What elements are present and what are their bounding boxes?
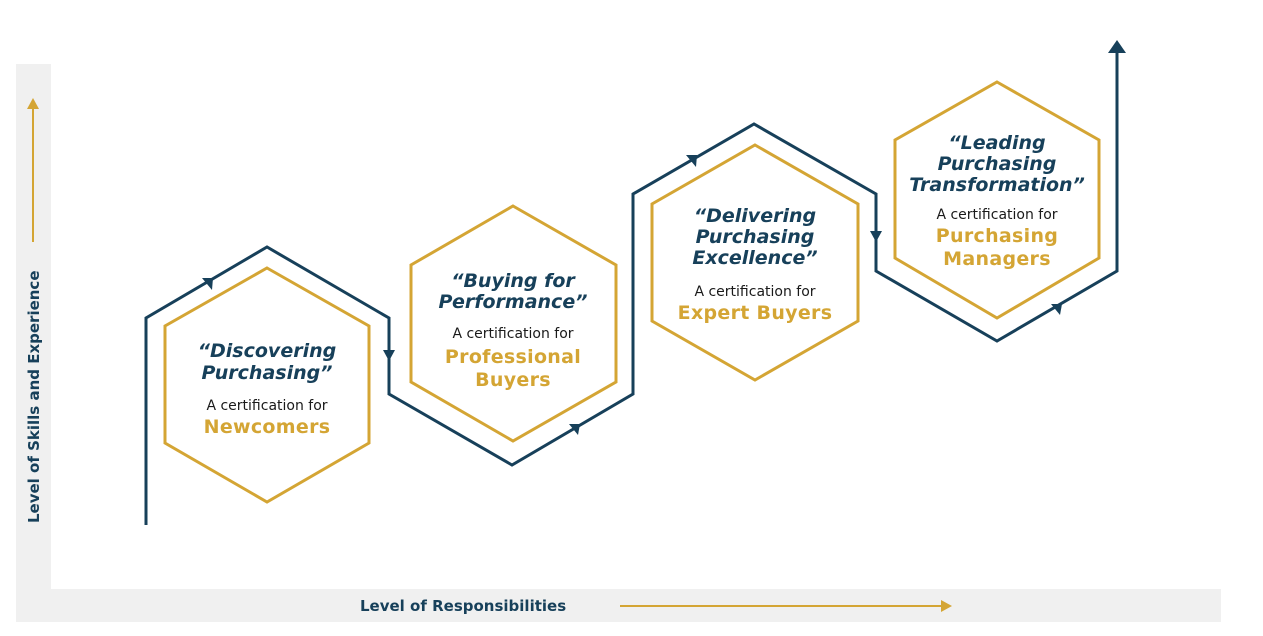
stage-audience: Newcomers — [204, 416, 331, 438]
x-axis-arrowhead-icon — [941, 600, 952, 612]
path-arrow-icon — [569, 424, 580, 435]
stage-audience: Managers — [943, 248, 1051, 270]
progression-path — [144, 52, 1119, 525]
stage-subtitle: A certification for — [452, 326, 573, 342]
path-arrow-icon — [202, 278, 213, 290]
hexagon-stage-3 — [650, 143, 860, 382]
stage-1-text: “Discovering Purchasing” A certification… — [198, 340, 336, 438]
stage-title-line: Purchasing — [696, 226, 815, 248]
hexagon-stage-4 — [893, 80, 1101, 320]
stage-hexagons — [163, 80, 1101, 504]
stage-title-line: “Buying for — [451, 270, 576, 292]
stage-subtitle: A certification for — [206, 398, 327, 414]
stage-title-line: Purchasing” — [202, 362, 333, 384]
stage-title-line: Performance” — [439, 291, 588, 313]
y-axis-label: Level of Skills and Experience — [25, 270, 43, 523]
y-axis: Level of Skills and Experience — [25, 98, 43, 523]
x-axis-band — [16, 589, 1221, 622]
stage-audience: Purchasing — [936, 225, 1058, 247]
x-axis-label: Level of Responsibilities — [360, 597, 566, 615]
stage-title-line: Purchasing — [938, 153, 1057, 175]
path-arrow-icon — [686, 155, 697, 167]
hexagon-stage-2 — [409, 204, 618, 443]
stage-audience: Expert Buyers — [678, 302, 833, 324]
path-markers — [202, 40, 1126, 435]
stage-title-line: Excellence” — [692, 247, 817, 269]
stage-2-text: “Buying for Performance” A certification… — [439, 270, 588, 391]
stage-title-line: “Delivering — [694, 205, 816, 227]
x-axis: Level of Responsibilities — [360, 597, 952, 615]
stage-title-line: “Discovering — [198, 340, 336, 362]
path-arrow-icon — [383, 350, 395, 361]
stage-subtitle: A certification for — [694, 284, 815, 300]
stage-title-line: Transformation” — [909, 174, 1085, 196]
stage-title-line: “Leading — [948, 132, 1045, 154]
path-arrow-icon — [870, 231, 882, 242]
stage-3-text: “Delivering Purchasing Excellence” A cer… — [678, 205, 833, 324]
path-arrow-icon — [1051, 304, 1062, 315]
stage-audience: Buyers — [475, 369, 551, 391]
stage-audience: Professional — [445, 346, 581, 368]
stage-subtitle: A certification for — [936, 207, 1057, 223]
stage-4-text: “Leading Purchasing Transformation” A ce… — [909, 132, 1085, 270]
y-axis-arrowhead-icon — [27, 98, 39, 109]
path-segment-1 — [144, 52, 1119, 525]
path-end-arrowhead-icon — [1108, 40, 1126, 53]
hexagon-stage-1 — [163, 266, 371, 504]
